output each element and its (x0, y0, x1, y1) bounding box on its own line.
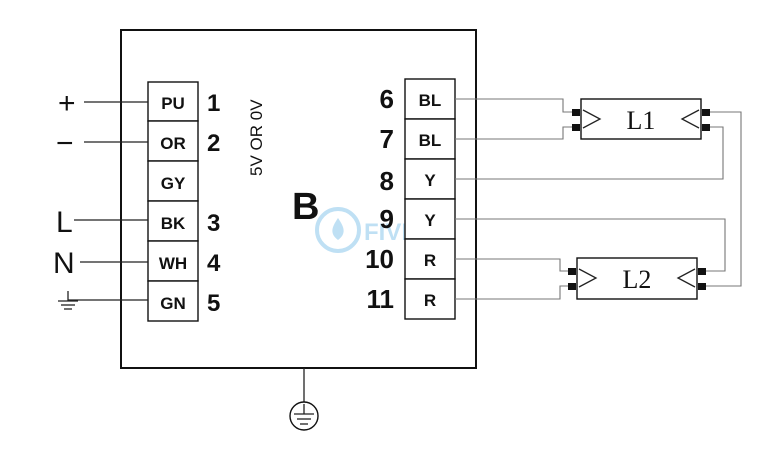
lamp-wiring (455, 98, 742, 300)
terminal-code: WH (159, 254, 187, 273)
terminal-code: GN (160, 294, 186, 313)
watermark-drop-shape (332, 218, 344, 240)
terminal-code: OR (160, 134, 186, 153)
chassis-ground-icon (289, 401, 319, 431)
supply-neutral-label: N (53, 247, 75, 280)
terminal-code: PU (161, 94, 185, 113)
terminal-box-bl-6 (404, 78, 456, 120)
lamp-l1: L1 (572, 98, 710, 140)
terminal-number: 1 (207, 90, 220, 117)
left-terminal-block: PU OR GY BK WH GN 1 2 3 4 5 (147, 81, 221, 322)
terminal-code: Y (424, 171, 436, 190)
terminal-number: 2 (207, 130, 220, 157)
terminal-box-bk (147, 200, 199, 242)
supply-minus-label: − (56, 127, 74, 160)
terminal-number: 10 (365, 244, 394, 274)
supply-line-label: L (56, 206, 73, 239)
terminal-box-r-10 (404, 238, 456, 280)
terminal-box-or (147, 120, 199, 162)
terminal-number: 3 (207, 210, 220, 237)
earth-symbol-icon (58, 291, 78, 310)
terminal-number: 5 (207, 290, 220, 317)
control-voltage-note: 5V OR 0V (247, 99, 266, 176)
terminal-number: 11 (367, 284, 395, 314)
terminal-number: 7 (380, 124, 394, 154)
terminal-code: R (424, 251, 436, 270)
ballast-logo: B (292, 186, 319, 228)
terminal-box-y-8 (404, 158, 456, 200)
terminal-number: 6 (380, 84, 394, 114)
supply-plus-label: + (58, 87, 76, 120)
terminal-number: 8 (380, 166, 394, 196)
terminal-box-gn (147, 280, 199, 322)
terminal-number: 9 (380, 204, 394, 234)
watermark-drop-icon (315, 207, 361, 253)
terminal-code: Y (424, 211, 436, 230)
terminal-code: R (424, 291, 436, 310)
terminal-code: BL (419, 91, 442, 110)
terminal-code: BK (161, 214, 186, 233)
terminal-code: GY (161, 174, 186, 193)
lamp-label: L1 (627, 106, 656, 135)
lamp-l2: L2 (568, 257, 706, 300)
terminal-box-r-11 (404, 278, 456, 320)
terminal-box-wh (147, 240, 199, 282)
terminal-number: 4 (207, 250, 221, 277)
terminal-code: BL (419, 131, 442, 150)
right-terminal-block: BL BL Y Y R R 6 7 8 9 10 11 (365, 78, 456, 320)
terminal-box-y-9 (404, 198, 456, 240)
lamp-label: L2 (623, 265, 652, 294)
